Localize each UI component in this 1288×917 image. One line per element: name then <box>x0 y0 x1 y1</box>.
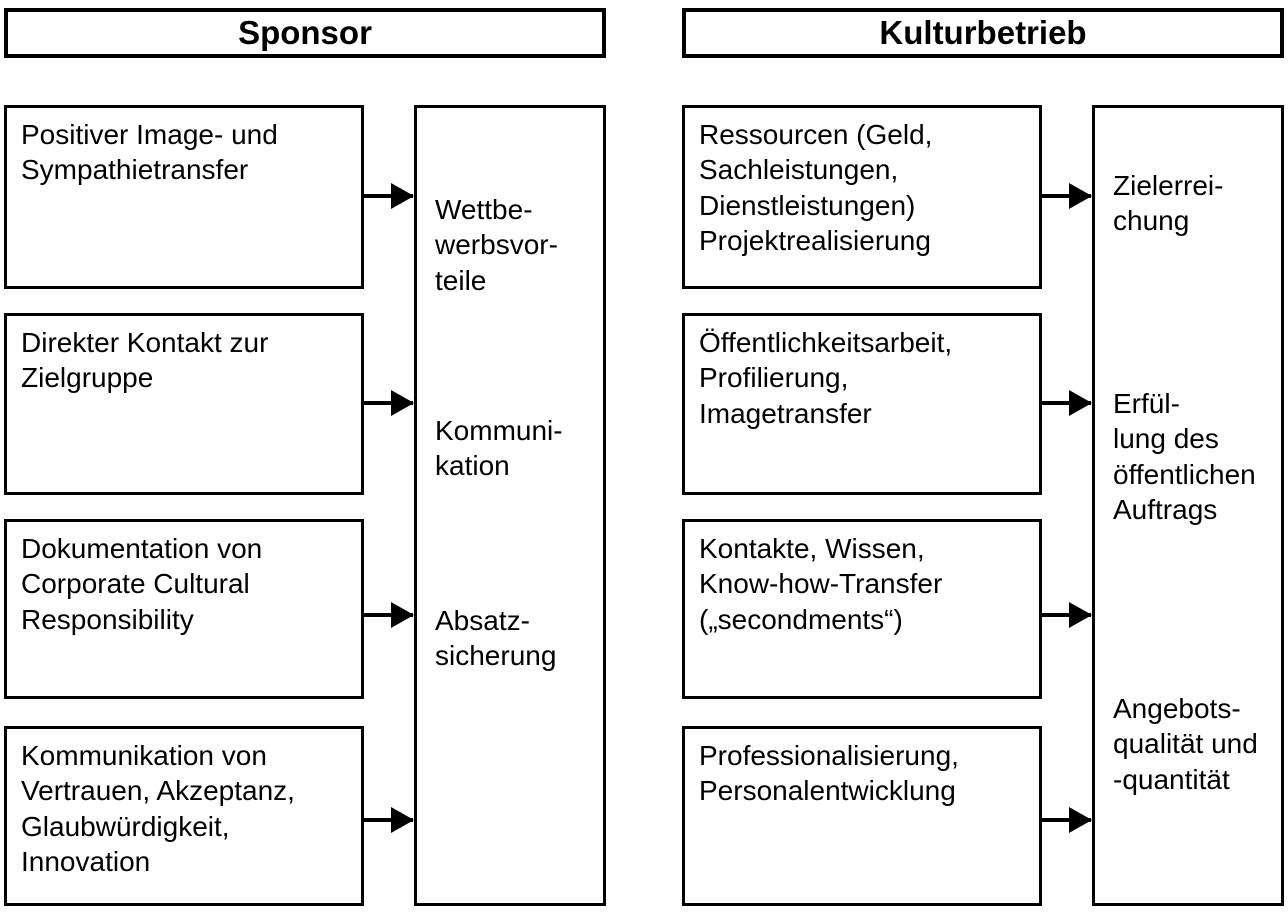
source-box-kulturbetrieb-3: Kontakte, Wissen, Know-how-Transfer („se… <box>682 519 1042 699</box>
outcome-label-sponsor-3: Absatz- sicherung <box>435 605 557 672</box>
arrow-right-icon-sponsor-3 <box>364 602 414 628</box>
arrow-right-icon-kulturbetrieb-1 <box>1042 183 1092 209</box>
arrow-right-icon-kulturbetrieb-4 <box>1042 807 1092 833</box>
outcome-label-kulturbetrieb-1: Zielerrei- chung <box>1113 170 1224 237</box>
outcome-panel-sponsor: Wettbe- werbsvor- teile Kommuni- kation … <box>414 105 606 906</box>
outcome-label-kulturbetrieb-2: Erfül- lung des öffentlichen Auftrags <box>1113 388 1256 525</box>
source-box-kulturbetrieb-2: Öffentlichkeitsarbeit, Profilierung, Ima… <box>682 313 1042 495</box>
source-box-kulturbetrieb-4: Professionalisierung, Personalentwicklun… <box>682 726 1042 906</box>
source-box-sponsor-2: Direkter Kontakt zur Zielgruppe <box>4 313 364 495</box>
source-box-sponsor-4: Kommunikation von Vertrauen, Akzeptanz, … <box>4 726 364 906</box>
column-header-sponsor: Sponsor <box>4 8 606 58</box>
source-box-sponsor-1: Positiver Image- und Sympathietransfer <box>4 105 364 289</box>
outcome-label-sponsor-1: Wettbe- werbsvor- teile <box>435 194 558 296</box>
arrow-right-icon-kulturbetrieb-2 <box>1042 390 1092 416</box>
arrow-right-icon-sponsor-4 <box>364 807 414 833</box>
outcome-panel-kulturbetrieb: Zielerrei- chung Erfül- lung des öffentl… <box>1092 105 1284 906</box>
arrow-right-icon-kulturbetrieb-3 <box>1042 602 1092 628</box>
source-box-sponsor-3: Dokumentation von Corporate Cultural Res… <box>4 519 364 699</box>
arrow-right-icon-sponsor-2 <box>364 390 414 416</box>
column-header-kulturbetrieb: Kulturbetrieb <box>682 8 1284 58</box>
arrow-right-icon-sponsor-1 <box>364 183 414 209</box>
source-box-kulturbetrieb-1: Ressourcen (Geld, Sachleistungen, Dienst… <box>682 105 1042 289</box>
outcome-label-kulturbetrieb-3: Angebots- qualität und -quantität <box>1113 693 1258 795</box>
outcome-label-sponsor-2: Kommuni- kation <box>435 415 563 482</box>
